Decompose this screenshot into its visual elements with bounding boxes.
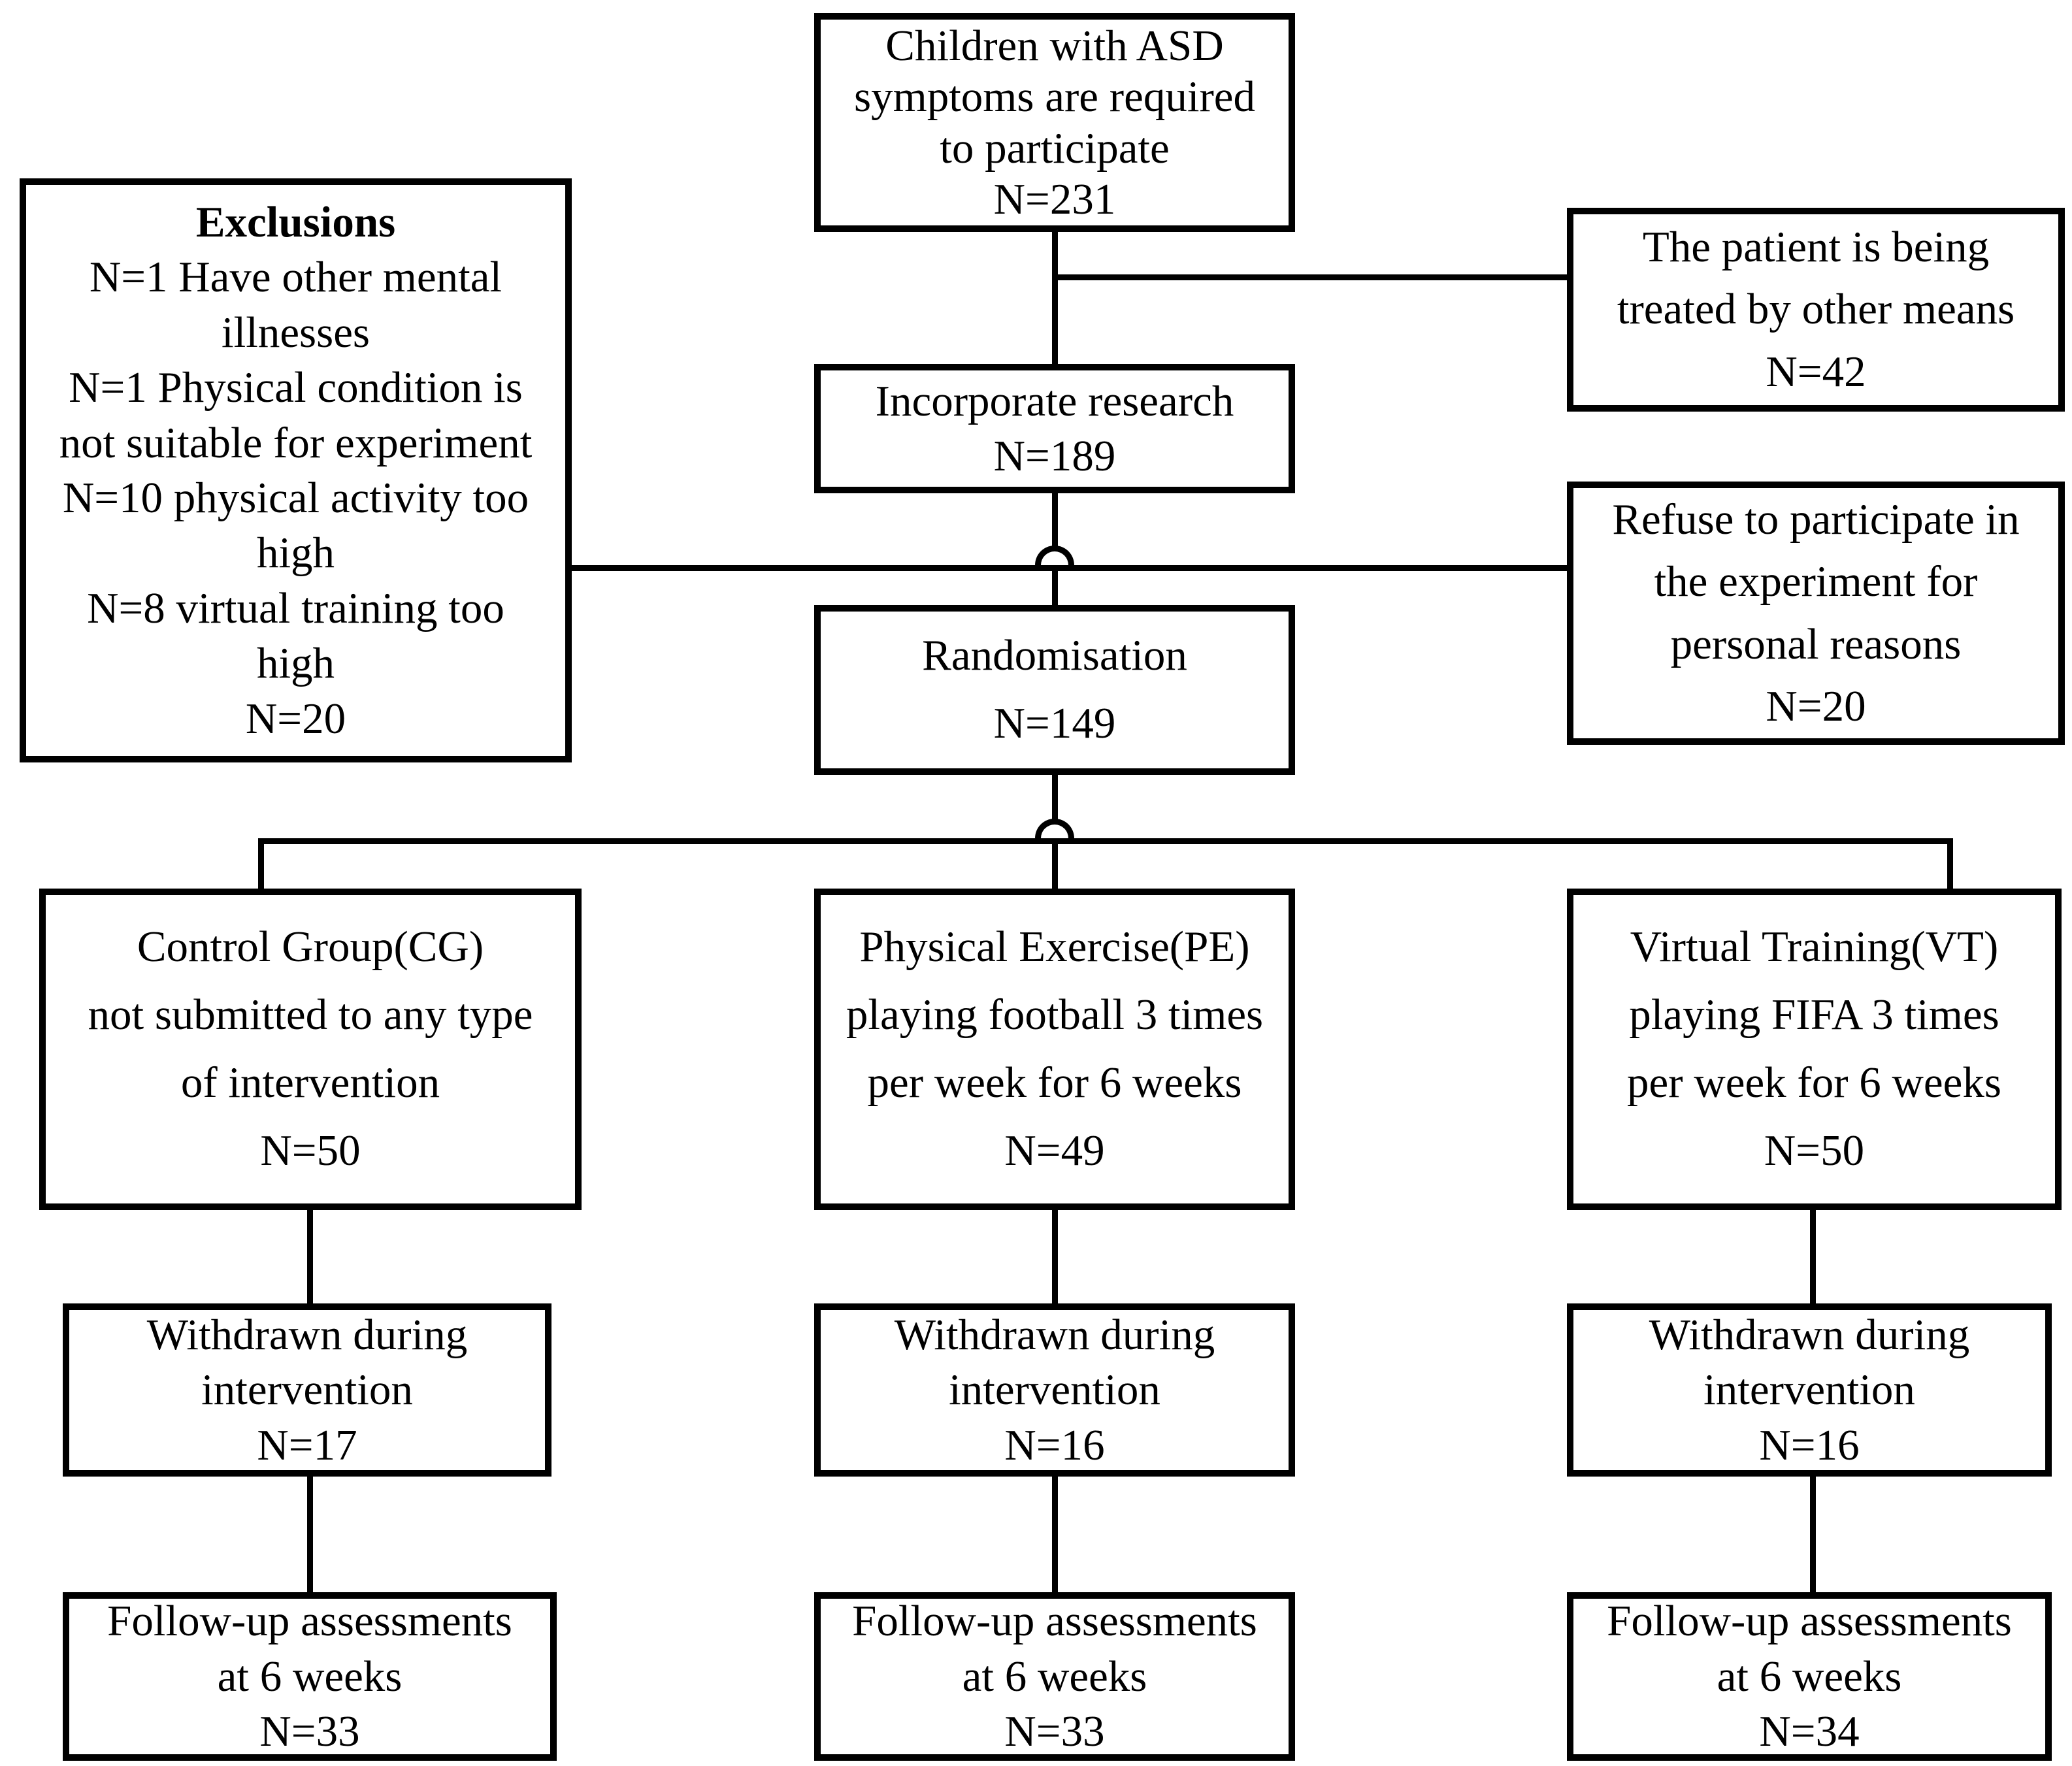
box-text-line: Withdrawn during [146, 1310, 468, 1359]
box-text-line: N=189 [993, 432, 1116, 480]
box-text-line: at 6 weeks [217, 1652, 403, 1701]
node-cg-followup: Follow-up assessments at 6 weeks N=33 [63, 1592, 557, 1761]
box-text-line: Withdrawn during [1649, 1310, 1970, 1359]
box-text-line: intervention [949, 1365, 1160, 1414]
box-text-line: Incorporate research [875, 376, 1234, 425]
node-pe-withdrawn: Withdrawn during intervention N=16 [814, 1303, 1295, 1477]
box-text-line: N=49 [1004, 1126, 1105, 1175]
node-incorporate-research: Incorporate research N=189 [814, 364, 1295, 493]
node-enrollment: Children with ASD symptoms are required … [814, 13, 1295, 232]
box-text-line: N=10 physical activity too [62, 474, 529, 522]
node-cg-withdrawn: Withdrawn during intervention N=17 [63, 1303, 551, 1477]
box-text-line: Control Group(CG) [137, 923, 484, 972]
box-text-line: symptoms are required [854, 73, 1255, 122]
box-text-line: treated by other means [1617, 285, 2015, 334]
connector-cg-followup [307, 1477, 313, 1592]
box-text-line: N=42 [1766, 347, 1866, 396]
box-text-line: Withdrawn during [894, 1310, 1215, 1359]
box-text-line: N=33 [259, 1707, 360, 1756]
box-text-line: at 6 weeks [962, 1652, 1147, 1701]
node-pe-followup: Follow-up assessments at 6 weeks N=33 [814, 1592, 1295, 1761]
exclusions-heading: Exclusions [195, 197, 396, 246]
connector-branch-vt-drop [1947, 838, 1953, 889]
connector-branch-cg-drop [258, 838, 264, 889]
box-text-line: of intervention [180, 1058, 440, 1107]
box-text-line: Physical Exercise(PE) [859, 923, 1250, 972]
box-text-line: Randomisation [922, 631, 1187, 680]
box-text-line: Children with ASD [885, 21, 1224, 70]
box-text-line: at 6 weeks [1717, 1652, 1902, 1701]
box-text-line: Follow-up assessments [107, 1597, 512, 1646]
box-text-line: N=17 [257, 1420, 357, 1469]
line-jump-arc-lower [1035, 819, 1074, 838]
connector-to-patient-treated [1055, 274, 1567, 280]
box-text-line: N=8 virtual training too [87, 583, 504, 632]
node-refuse-participate: Refuse to participate in the experiment … [1567, 482, 2065, 745]
connector-pe-followup [1052, 1477, 1058, 1592]
box-text-line: Virtual Training(VT) [1630, 923, 1999, 972]
box-text-line: The patient is being [1642, 223, 1990, 272]
node-control-group: Control Group(CG) not submitted to any t… [39, 889, 582, 1210]
node-vt-withdrawn: Withdrawn during intervention N=16 [1567, 1303, 2052, 1477]
box-text-line: intervention [1703, 1365, 1915, 1414]
box-text-line: high [256, 529, 335, 578]
box-text-line: intervention [201, 1365, 413, 1414]
box-text-line: N=20 [245, 694, 346, 743]
box-text-line: playing football 3 times [846, 990, 1264, 1039]
connector-randomisation-pe-lower [1052, 844, 1058, 889]
node-exclusions: Exclusions N=1 Have other mental illness… [20, 178, 572, 762]
box-text-line: illnesses [221, 308, 370, 357]
box-text-line: not suitable for experiment [59, 418, 533, 467]
box-text-line: per week for 6 weeks [867, 1058, 1242, 1107]
connector-branch-line [258, 838, 1953, 844]
box-text-line: high [256, 639, 335, 688]
box-text-line: N=231 [993, 174, 1116, 223]
box-text-line: to participate [940, 123, 1170, 172]
box-text-line: N=50 [1764, 1126, 1865, 1175]
box-text-line: per week for 6 weeks [1627, 1058, 2001, 1107]
connector-cg-withdrawn [307, 1210, 313, 1303]
box-text-line: N=1 Have other mental [89, 253, 502, 302]
box-text-line: Follow-up assessments [852, 1597, 1257, 1646]
box-text-line: personal reasons [1670, 619, 1962, 668]
box-text-line: N=20 [1766, 681, 1866, 730]
box-text-line: N=149 [993, 699, 1116, 747]
box-text-line: N=33 [1004, 1707, 1105, 1756]
node-randomisation: Randomisation N=149 [814, 605, 1295, 775]
box-text-line: Follow-up assessments [1607, 1597, 2012, 1646]
connector-vt-followup [1810, 1477, 1816, 1592]
connector-pe-withdrawn [1052, 1210, 1058, 1303]
node-vt-followup: Follow-up assessments at 6 weeks N=34 [1567, 1592, 2052, 1761]
node-patient-treated-other-means: The patient is being treated by other me… [1567, 208, 2065, 412]
connector-randomisation-pe-upper [1052, 775, 1058, 824]
box-text-line: N=16 [1004, 1420, 1105, 1469]
box-text-line: N=50 [260, 1126, 361, 1175]
box-text-line: N=16 [1759, 1420, 1860, 1469]
box-text-line: the experiment for [1654, 557, 1978, 606]
box-text-line: Refuse to participate in [1612, 495, 2020, 544]
box-text-line: N=34 [1759, 1707, 1860, 1756]
connector-exclusions-refuse [572, 565, 1567, 571]
node-virtual-training: Virtual Training(VT) playing FIFA 3 time… [1567, 889, 2062, 1210]
box-text-line: not submitted to any type [88, 990, 533, 1039]
connector-incorporate-randomisation-lower [1052, 571, 1058, 605]
node-physical-exercise: Physical Exercise(PE) playing football 3… [814, 889, 1295, 1210]
connector-enrollment-incorporate [1052, 232, 1058, 364]
connector-incorporate-randomisation-upper [1052, 493, 1058, 551]
box-text-line: N=1 Physical condition is [69, 363, 523, 412]
connector-vt-withdrawn [1810, 1210, 1816, 1303]
line-jump-arc-upper [1035, 546, 1074, 565]
box-text-line: playing FIFA 3 times [1629, 990, 1999, 1039]
